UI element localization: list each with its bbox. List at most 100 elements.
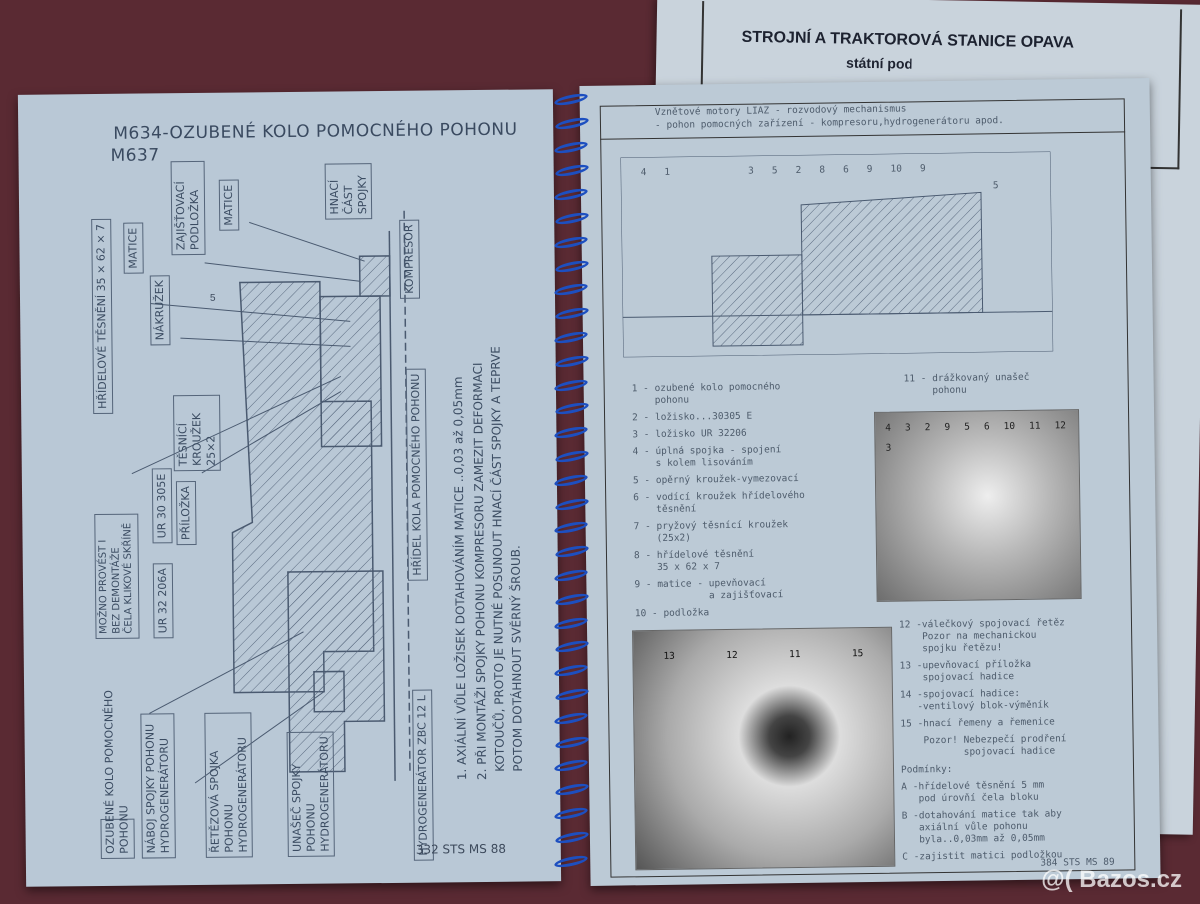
legend-item: 9 - matice - upevňovací a zajišťovací — [634, 577, 784, 603]
binding-coil — [554, 734, 590, 751]
conditions-title: Podmínky: — [900, 763, 953, 776]
binding-coil — [554, 543, 590, 560]
legend-item: 3 - ložisko UR 32206 — [632, 427, 747, 441]
left-page-footer: 332 STS MS 88 — [415, 841, 507, 857]
photo-callouts: 13 12 11 15 — [663, 648, 863, 663]
condition: A -hřídelové těsnění 5 mm pod úrovňí čel… — [901, 779, 1045, 805]
binding-coil — [554, 829, 590, 846]
binding-coil — [553, 281, 589, 298]
label-coupling-driver: UNAŠEČ SPOJKY POHONU HYDROGENERÁTORU — [286, 731, 336, 858]
spiral-binding — [548, 91, 598, 895]
binding-coil — [554, 305, 590, 322]
binding-coil — [553, 615, 589, 632]
label-bearing-30305e: UR 30 305E — [151, 468, 173, 544]
binding-coil — [553, 139, 589, 156]
binding-coil — [554, 353, 590, 370]
callout: 11 — [1029, 420, 1041, 432]
label-collar: NÁKRUŽEK — [149, 275, 171, 346]
parts-legend-2: 12 -válečkový spojovací řetěz Pozor na m… — [899, 617, 1068, 863]
callout: 9 — [866, 163, 873, 176]
binding-coil — [554, 448, 590, 465]
binding-coil — [554, 162, 590, 179]
legend-item: 7 - pryžový těsnící kroužek (25x2) — [633, 519, 789, 545]
binding-coil — [553, 377, 589, 394]
callout: 6 — [842, 164, 849, 176]
legend-item: 4 - úplná spojka - spojení s kolem lisov… — [632, 444, 782, 470]
callout: 13 — [663, 650, 675, 662]
callout: 5 — [771, 165, 778, 177]
dimension-5: 5 — [992, 180, 999, 192]
binding-coil — [553, 329, 589, 346]
legend-item: 14 -spojovací hadice: -ventilový blok-vý… — [899, 687, 1049, 713]
binding-coil — [554, 210, 590, 227]
binding-coil — [553, 805, 589, 822]
label-plate: PŘÍLOŽKA — [175, 480, 197, 546]
binding-coil — [553, 567, 589, 584]
label-shaft: HŘÍDEL KOLA POMOCNÉHO POHONU — [405, 368, 428, 581]
legend-item: Pozor! Nebezpečí prodření spojovací hadi… — [900, 733, 1067, 759]
binding-coil — [553, 91, 589, 108]
label-chain-coupling: ŘETĚZOVÁ SPOJKA POHONU HYDROGENERÁTORU — [204, 712, 254, 858]
binding-coil — [553, 186, 589, 203]
callout: 2 — [795, 164, 802, 177]
callout: 6 — [983, 421, 990, 433]
legend-item: 2 - ložisko...30305 E — [632, 410, 753, 424]
binding-coil — [554, 781, 590, 798]
binding-coil — [554, 638, 590, 655]
callout: 2 — [924, 422, 931, 434]
callout: 11 — [789, 648, 801, 661]
callout: 12 — [726, 649, 738, 662]
right-page: Vznětové motory LIAZ - rozvodový mechani… — [579, 78, 1161, 886]
binding-coil — [553, 853, 589, 870]
binding-coil — [554, 115, 590, 132]
label-compressor: KOMPRESOR — [399, 219, 420, 299]
label-gear-wheel: OZUBENÉ KOLO POMOCNÉHO POHONU — [100, 690, 135, 859]
legend-item: 6 - vodící kroužek hřídelového těsnění — [633, 489, 805, 516]
engine-photo: 13 12 11 15 — [632, 626, 896, 871]
callout: 3 — [904, 422, 911, 434]
binding-coil — [553, 234, 589, 251]
legend-item: 5 - opěrný kroužek-vymezovací — [632, 472, 799, 487]
callout: 4 — [885, 422, 892, 434]
legend-item: 8 - hřídelové těsnění 35 x 62 x 7 — [633, 548, 755, 574]
label-nut-2: MATICE — [218, 179, 240, 231]
callout: 3 — [748, 165, 754, 177]
binding-coil — [553, 424, 589, 441]
legend-item: 12 -válečkový spojovací řetěz Pozor na m… — [898, 617, 1065, 655]
legend-item: 1 - ozubené kolo pomocného pohonu — [631, 381, 781, 407]
callout: 1 — [664, 166, 671, 178]
label-nut-1: MATICE — [123, 222, 144, 274]
callout: 15 — [851, 648, 864, 660]
dimension-5: 5 — [209, 292, 216, 304]
watermark-logo: @( Bazos.cz — [1041, 866, 1182, 893]
label-clutch-hub: NÁBOJ SPOJKY POHONU HYDROGENERÁTORU — [140, 713, 176, 859]
callout: 9 — [919, 163, 926, 175]
label-gear-wheel-text: OZUBENÉ KOLO POMOCNÉHO POHONU — [102, 690, 131, 854]
binding-coil — [554, 496, 590, 513]
binding-coil — [554, 591, 590, 608]
parts-legend: 1 - ozubené kolo pomocného pohonu 2 - lo… — [632, 381, 807, 620]
binding-coil — [553, 519, 589, 536]
assembly-drawing — [620, 151, 1054, 358]
label-shaft-seal: HŘÍDELOVÉ TĚSNĚNÍ 35 × 62 × 7 — [91, 218, 113, 415]
left-page: M634-OZUBENÉ KOLO POMOCNÉHO POHONU M637 … — [17, 89, 562, 887]
label-bearing-32206a: UR 32 206A — [152, 563, 174, 639]
label-clutch-drive-part: HNACÍ ČÁST SPOJKY — [324, 163, 373, 220]
note-2-end: POTOM DOTÁHNOUT SVĚRNÝ ŠROUB. — [508, 545, 525, 772]
binding-coil — [554, 400, 590, 417]
legend-item-11: 11 - drážkovaný unašeč pohonu — [903, 371, 1030, 397]
label-sealing-ring: TĚSNÍCÍ KROUŽEK 25×2 — [173, 394, 222, 472]
label-hydrogenerator: HYDROGENERÁTOR ZBC 12 L — [412, 690, 434, 861]
legend-item: 15 -hnací řemeny a řemenice — [900, 716, 1055, 730]
binding-coil — [554, 686, 590, 703]
binding-coil — [553, 662, 589, 679]
condition: B -dotahování matice tak aby axiální vůl… — [901, 808, 1062, 846]
binding-coil — [553, 472, 589, 489]
callout: 4 — [640, 167, 647, 179]
callout: 10 — [1003, 420, 1016, 433]
gear-drive-section-drawing — [131, 210, 411, 784]
callout: 5 — [964, 421, 970, 433]
callout: 8 — [819, 164, 826, 176]
